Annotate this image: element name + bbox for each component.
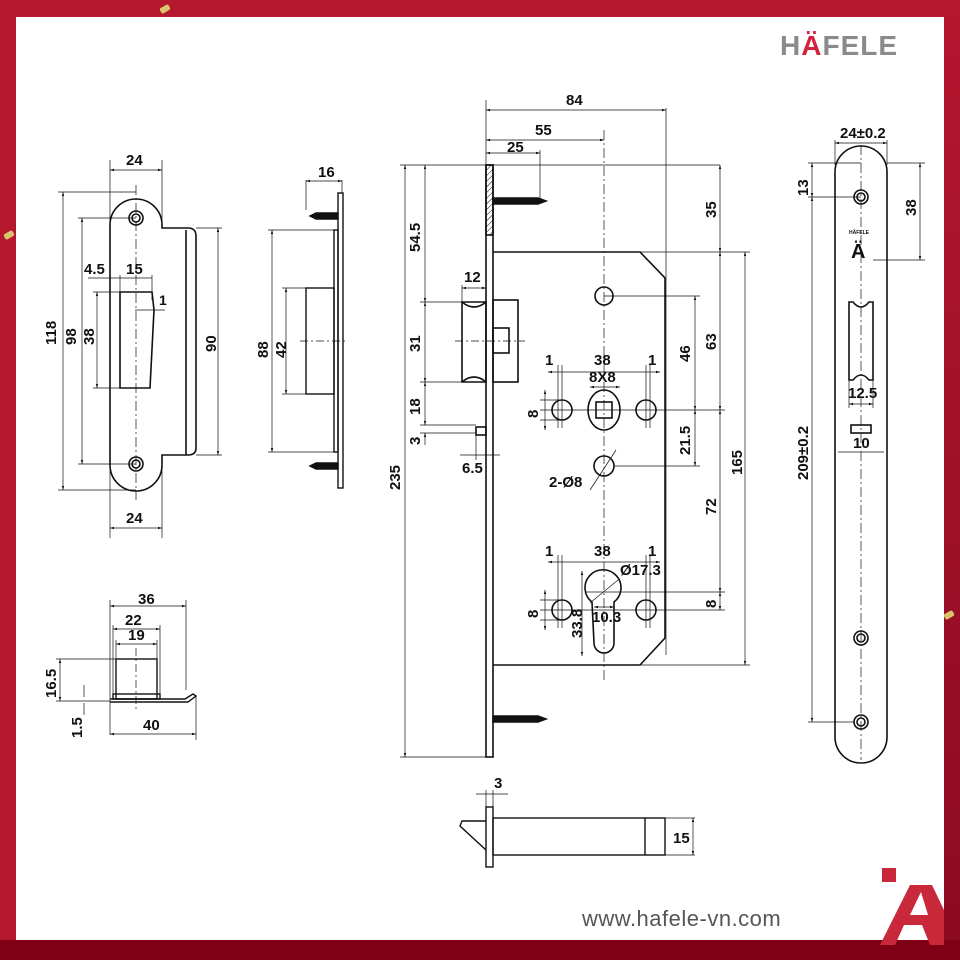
dim-label: 24	[126, 152, 143, 169]
dim-label: 38	[594, 543, 611, 560]
dim-label: 46	[677, 345, 694, 362]
drawing-frame	[16, 17, 944, 940]
dim-label: 22	[125, 612, 142, 629]
dim-label: 12.5	[848, 385, 877, 402]
strike-box-top	[56, 600, 198, 740]
dim-label: 36	[138, 591, 155, 608]
bolt-side-labels: 3 15	[494, 775, 690, 847]
dim-label: 1	[159, 292, 167, 308]
dim-label: Ø17.3	[620, 562, 661, 579]
dim-label: 3	[407, 437, 424, 445]
hafele-logo: HÄFELE	[780, 30, 899, 61]
faceplate-logo-glyph: Ä	[851, 240, 865, 263]
faceplate-brand-mark: HÄFELE	[849, 229, 870, 236]
dim-label: 38	[903, 199, 920, 216]
dim-label: 84	[566, 92, 583, 109]
dim-label: 15	[126, 261, 143, 278]
strike-plate-front	[58, 160, 222, 538]
dim-label: 8	[525, 610, 542, 618]
dim-label: 25	[507, 139, 524, 156]
dim-label: 8	[703, 600, 720, 608]
dim-label: 6.5	[462, 460, 483, 477]
dim-label: 35	[703, 201, 720, 218]
dim-label: 18	[407, 398, 424, 415]
strike-plate-side-labels: 16 88 42	[255, 164, 335, 358]
strike-plate-side	[268, 179, 345, 489]
lock-body-labels: 84 55 25 54.5 12 31 18 3 6.5 235 35 46 6…	[387, 92, 746, 638]
dim-label: 165	[729, 450, 746, 475]
strike-plate-front-labels: 24 24 4.5 15 1 118 98 38 90	[43, 152, 220, 527]
dim-label: 2-Ø8	[549, 474, 582, 491]
faceplate-front	[808, 140, 925, 764]
dim-label: 235	[387, 465, 404, 490]
dim-label: 8	[525, 410, 542, 418]
dim-label: 55	[535, 122, 552, 139]
frame-bottom-band	[0, 940, 960, 960]
dim-label: 24±0.2	[840, 125, 886, 142]
dim-label: 38	[594, 352, 611, 369]
strike-box-top-labels: 36 22 19 16.5 1.5 40	[43, 591, 160, 738]
lock-body	[400, 100, 750, 758]
dim-label: 63	[703, 333, 720, 350]
dim-label: 10.3	[592, 609, 621, 626]
dim-label: 88	[255, 341, 272, 358]
bolt-side-view	[459, 790, 695, 868]
dim-label: 54.5	[407, 223, 424, 252]
dim-label: 118	[43, 321, 60, 345]
dim-label: 3	[494, 775, 502, 792]
dim-label: 38	[81, 328, 98, 345]
dim-label: 1	[648, 352, 656, 369]
dim-label: 42	[273, 341, 290, 358]
website-url: www.hafele-vn.com	[582, 906, 782, 931]
hafele-a-logo-icon	[880, 868, 944, 945]
dim-label: 21.5	[677, 426, 694, 455]
dim-label: 33.8	[569, 609, 586, 638]
dim-label: 16	[318, 164, 335, 181]
dim-label: 13	[795, 179, 812, 196]
dim-label: 1	[648, 543, 656, 560]
dim-label: 31	[407, 335, 424, 352]
dim-label: 4.5	[84, 261, 105, 278]
dim-label: 19	[128, 627, 145, 644]
dim-label: 16.5	[43, 669, 60, 698]
dim-label: 1	[545, 543, 553, 560]
dim-label: 10	[853, 435, 870, 452]
dim-label: 24	[126, 510, 143, 527]
dim-label: 15	[673, 830, 690, 847]
frame-right-band	[944, 0, 960, 960]
dim-label: 40	[143, 717, 160, 734]
dim-label: 1	[545, 352, 553, 369]
dim-label: 8X8	[589, 369, 616, 386]
dim-label: 1.5	[69, 717, 86, 738]
dim-label: 98	[63, 328, 80, 345]
dim-label: 209±0.2	[795, 426, 812, 480]
faceplate-labels: 24±0.2 13 38 12.5 10 209±0.2 HÄFELE Ä	[795, 125, 920, 480]
dim-label: 90	[203, 335, 220, 352]
dim-label: 12	[464, 269, 481, 286]
dim-label: 72	[703, 498, 720, 515]
